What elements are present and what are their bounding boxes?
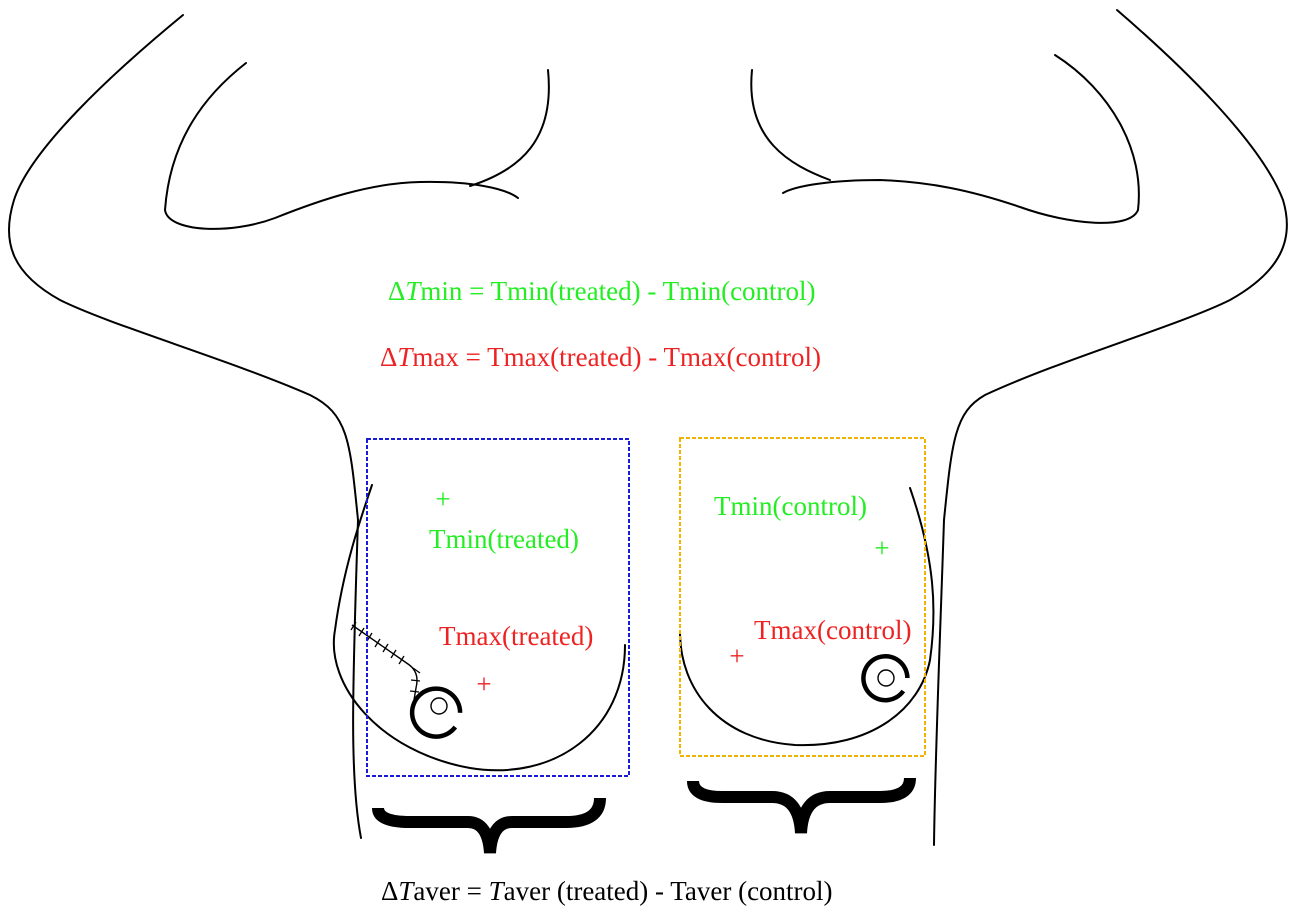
- right-shoulder-curve: [751, 70, 830, 180]
- left-arm-inner-outline: [165, 63, 518, 229]
- left-torso-outline: [9, 15, 361, 838]
- body-outline: [9, 10, 1287, 845]
- tmax-treated-marker: +: [476, 669, 491, 699]
- treated-nipple-ring: [412, 689, 460, 737]
- delta-tmin-equation: ΔTmin = Tmin(treated) - Tmin(control): [388, 276, 816, 306]
- treated-region-box: [367, 439, 629, 776]
- tmax-control-label: Tmax(control): [754, 615, 911, 645]
- control-brace: [693, 778, 910, 833]
- right-torso-outline: [934, 10, 1287, 845]
- equation-rest: aver (treated) - Taver (control): [504, 876, 833, 906]
- equation-rest: max = Tmax(treated) - Tmax(control): [412, 342, 821, 372]
- surgical-scar: [352, 625, 417, 700]
- tmin-control-marker: +: [874, 533, 889, 563]
- delta-symbol: Δ: [381, 876, 398, 906]
- delta-symbol: Δ: [380, 342, 397, 372]
- equation-rest: min = Tmin(treated) - Tmin(control): [420, 276, 815, 306]
- right-arm-inner-outline: [783, 55, 1139, 223]
- tmax-control-marker: +: [729, 641, 744, 671]
- left-shoulder-curve: [470, 70, 549, 186]
- control-nipple-ring: [863, 656, 907, 700]
- delta-taver-equation: ΔTaver = Taver (treated) - Taver (contro…: [381, 876, 833, 906]
- scar-stitches: [351, 622, 420, 692]
- control-nipple: [878, 670, 894, 686]
- tmin-control-label: Tmin(control): [714, 491, 867, 521]
- delta-tmax-equation: ΔTmax = Tmax(treated) - Tmax(control): [380, 342, 821, 372]
- equation-mid: aver =: [413, 876, 488, 906]
- tmax-treated-label: Tmax(treated): [439, 621, 593, 651]
- delta-symbol: Δ: [388, 276, 405, 306]
- tmin-treated-marker: +: [435, 484, 450, 514]
- tmin-treated-label: Tmin(treated): [429, 524, 579, 554]
- treated-brace: [378, 798, 600, 853]
- treated-nipple: [431, 698, 447, 714]
- control-region-box: [680, 438, 925, 756]
